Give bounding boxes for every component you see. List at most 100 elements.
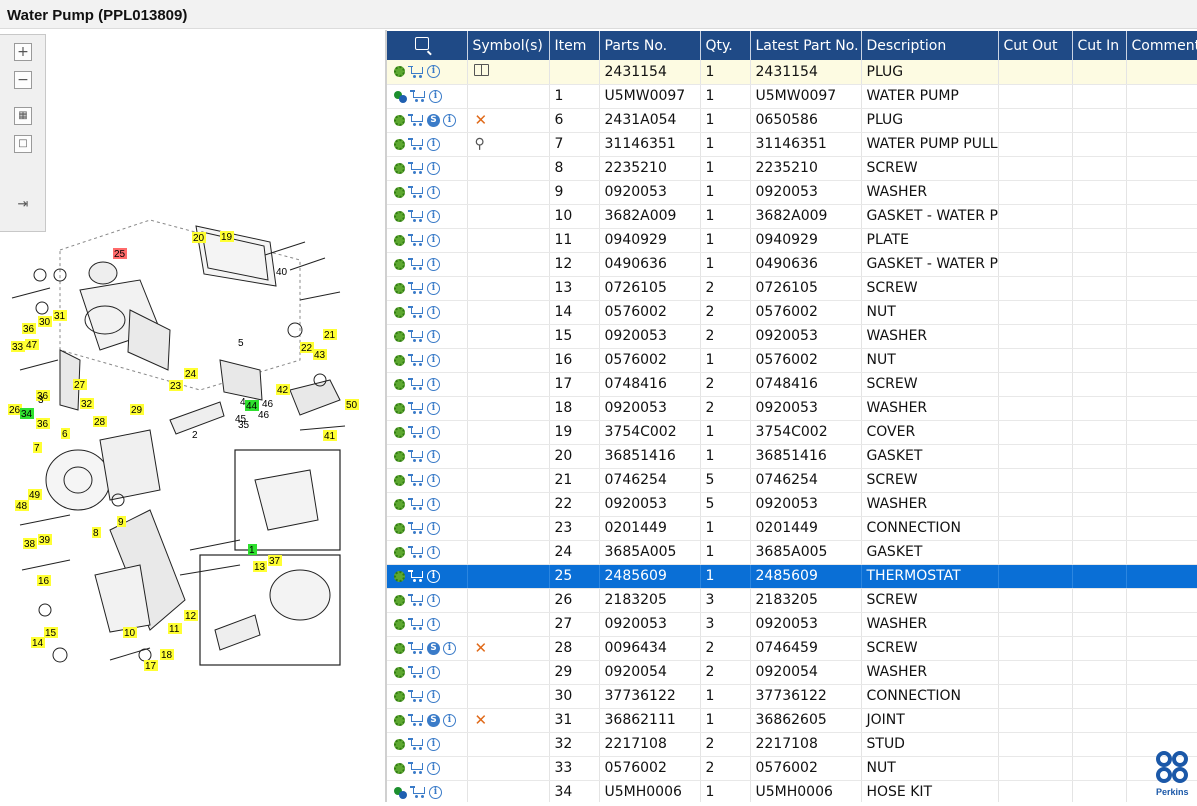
info-icon[interactable]: i: [427, 449, 440, 463]
part-icon[interactable]: [394, 402, 405, 414]
info-icon[interactable]: i: [429, 785, 442, 799]
part-icon[interactable]: [394, 546, 405, 558]
part-icon[interactable]: [394, 474, 405, 486]
callout-label-box[interactable]: [168, 623, 182, 634]
panel-splitter[interactable]: [385, 30, 387, 802]
column-description[interactable]: Description: [861, 31, 999, 60]
add-to-cart-icon[interactable]: [408, 570, 424, 582]
add-to-cart-icon[interactable]: [408, 234, 424, 246]
callout-label-box[interactable]: [25, 339, 39, 350]
callout-label-box[interactable]: [184, 368, 198, 379]
callout-label[interactable]: 9: [118, 517, 124, 528]
add-to-cart-icon[interactable]: [408, 258, 424, 270]
info-icon[interactable]: i: [443, 641, 456, 655]
add-to-cart-icon[interactable]: [408, 714, 424, 726]
callout-label-box[interactable]: [23, 538, 37, 549]
assembly-icon[interactable]: [394, 786, 407, 799]
callout-label-box[interactable]: [36, 418, 50, 429]
fit-all-icon[interactable]: ▦: [14, 107, 32, 125]
supersession-icon[interactable]: S: [427, 713, 440, 727]
info-icon[interactable]: i: [427, 281, 440, 295]
callout-label[interactable]: 41: [324, 431, 336, 442]
callout-label-box[interactable]: [253, 561, 267, 572]
add-to-cart-icon[interactable]: [408, 354, 424, 366]
add-to-cart-icon[interactable]: [408, 306, 424, 318]
part-icon[interactable]: [394, 618, 405, 630]
callout-label-box[interactable]: [36, 390, 50, 401]
info-icon[interactable]: i: [427, 65, 440, 79]
part-icon[interactable]: [394, 378, 405, 390]
callout-label[interactable]: 15: [45, 628, 57, 639]
info-icon[interactable]: i: [427, 473, 440, 487]
callout-label[interactable]: 13: [254, 562, 266, 573]
add-to-cart-icon[interactable]: [408, 114, 424, 126]
supersession-icon[interactable]: S: [427, 113, 440, 127]
callout-label[interactable]: 1: [249, 545, 255, 556]
callout-label-box[interactable]: [169, 380, 183, 391]
add-to-cart-icon[interactable]: [408, 162, 424, 174]
callout-label[interactable]: 24: [185, 369, 197, 380]
callout-label-box[interactable]: [20, 408, 34, 419]
part-icon[interactable]: [394, 66, 405, 78]
reference-book-icon[interactable]: [473, 63, 489, 76]
callout-label-box[interactable]: [113, 248, 127, 259]
callout-label-box[interactable]: [345, 399, 359, 410]
callout-label[interactable]: 26: [9, 405, 21, 416]
info-icon[interactable]: i: [427, 401, 440, 415]
add-to-cart-icon[interactable]: [408, 426, 424, 438]
add-to-cart-icon[interactable]: [408, 402, 424, 414]
callout-label[interactable]: 33: [12, 342, 24, 353]
callout-label[interactable]: 44: [246, 401, 258, 412]
part-icon[interactable]: [394, 762, 405, 774]
callout-label-box[interactable]: [92, 527, 101, 538]
callout-label[interactable]: 36: [37, 419, 49, 430]
info-icon[interactable]: i: [427, 425, 440, 439]
info-icon[interactable]: i: [427, 665, 440, 679]
part-icon[interactable]: [394, 306, 405, 318]
callout-label[interactable]: 16: [38, 576, 50, 587]
search-icon[interactable]: [415, 37, 429, 50]
callout-label[interactable]: 31: [54, 311, 66, 322]
info-icon[interactable]: i: [427, 497, 440, 511]
info-icon[interactable]: i: [427, 617, 440, 631]
callout-label-box[interactable]: [300, 342, 314, 353]
callout-label-box[interactable]: [160, 649, 174, 660]
info-icon[interactable]: i: [427, 353, 440, 367]
callout-label-box[interactable]: [93, 416, 107, 427]
info-icon[interactable]: i: [427, 137, 440, 151]
callout-label[interactable]: 48: [16, 501, 28, 512]
callout-label[interactable]: 37: [269, 556, 281, 567]
callout-label-box[interactable]: [123, 627, 137, 638]
info-icon[interactable]: i: [427, 305, 440, 319]
add-to-cart-icon[interactable]: [408, 738, 424, 750]
add-to-cart-icon[interactable]: [408, 138, 424, 150]
info-icon[interactable]: i: [427, 737, 440, 751]
callout-label[interactable]: 23: [170, 381, 182, 392]
column-latest-part-no[interactable]: Latest Part No.: [750, 31, 862, 60]
add-to-cart-icon[interactable]: [408, 186, 424, 198]
callout-label[interactable]: 7: [34, 443, 40, 454]
callout-label-box[interactable]: [276, 384, 290, 395]
callout-label-box[interactable]: [38, 534, 52, 545]
callout-label[interactable]: 43: [314, 350, 326, 361]
callout-label-box[interactable]: [268, 555, 282, 566]
callout-label[interactable]: 21: [324, 330, 336, 341]
info-icon[interactable]: i: [427, 521, 440, 535]
note-pin-icon[interactable]: ⚲: [474, 136, 485, 152]
callout-label[interactable]: 29: [131, 405, 143, 416]
callout-label-box[interactable]: [184, 610, 198, 621]
